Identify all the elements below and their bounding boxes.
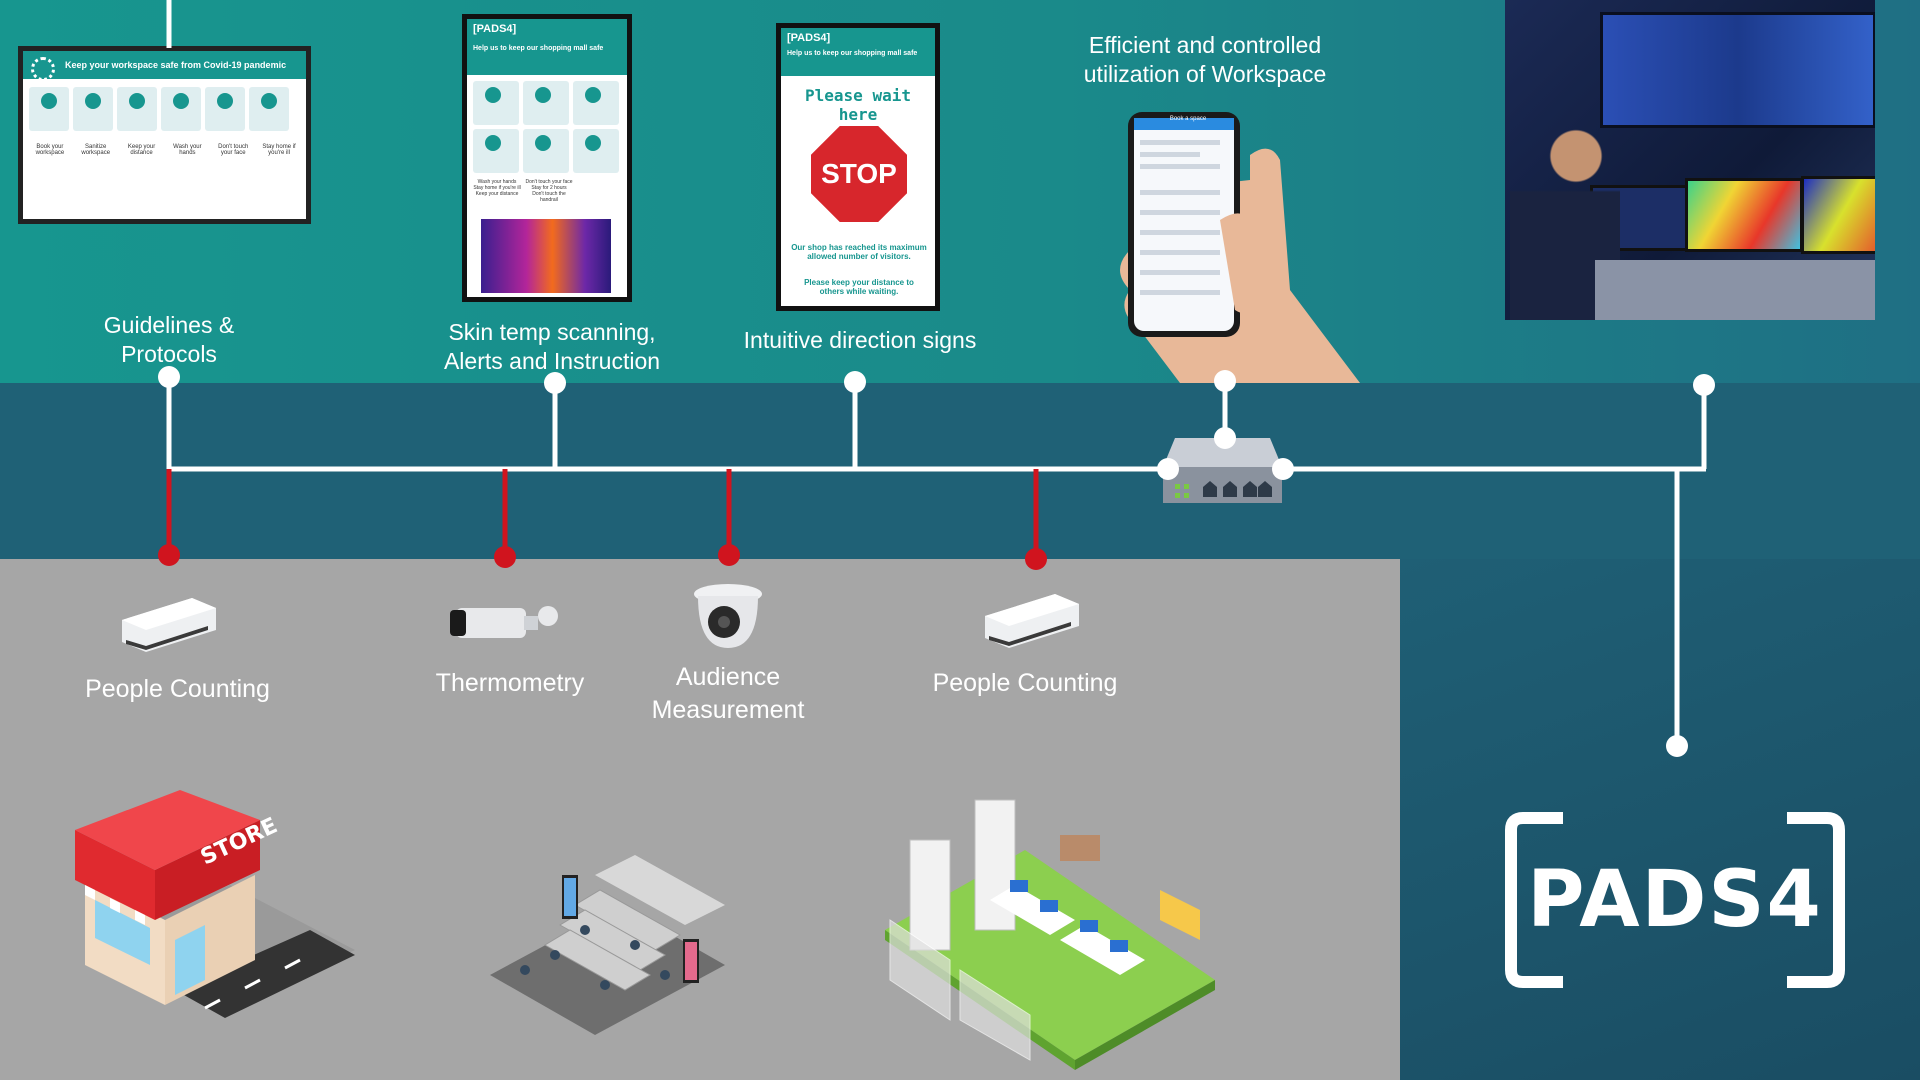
dome-camera bbox=[694, 584, 762, 648]
tile-icon bbox=[117, 87, 157, 131]
skin-temp-display: [PADS4] Help us to keep our shopping mal… bbox=[462, 14, 632, 302]
guidelines-header: Keep your workspace safe from Covid-19 p… bbox=[23, 51, 306, 79]
stop-body1: Our shop has reached its maximum allowed… bbox=[791, 243, 927, 261]
tile-icon bbox=[523, 129, 569, 173]
label-workspace: Efficient and controlled utilization of … bbox=[1083, 32, 1327, 87]
people-counting-sensor-2 bbox=[985, 594, 1079, 648]
display-node bbox=[544, 372, 566, 394]
display-node bbox=[158, 366, 180, 388]
monitor-wall bbox=[1600, 12, 1875, 128]
sensor-node bbox=[494, 546, 516, 568]
people-counting-sensor-1 bbox=[122, 598, 216, 652]
tile-icon bbox=[73, 87, 113, 131]
stop-word: STOP bbox=[821, 158, 897, 189]
label-people-counting-1: People Counting bbox=[85, 675, 270, 703]
tile-icon bbox=[205, 87, 245, 131]
tile-caption: Wash your hands bbox=[477, 179, 517, 185]
switch-port-node bbox=[1214, 427, 1236, 449]
thermal-image bbox=[481, 219, 611, 293]
tile-caption: Don't touch your face bbox=[218, 144, 249, 156]
heatmap-monitor-2 bbox=[1801, 176, 1875, 254]
skin-tiles bbox=[467, 75, 627, 179]
switch-port-node bbox=[1157, 458, 1179, 480]
hand-phone-illustration bbox=[1120, 112, 1360, 383]
tile-caption: Don't touch your face bbox=[525, 179, 573, 185]
store-illustration: STORE bbox=[75, 790, 355, 1018]
sensor-node bbox=[158, 544, 180, 566]
tile-caption: Sanitize workspace bbox=[81, 144, 111, 156]
tile-icon bbox=[249, 87, 289, 131]
stop-header: [PADS4] Help us to keep our shopping mal… bbox=[781, 28, 935, 76]
stop-title: Please wait here bbox=[805, 86, 911, 124]
server-node bbox=[1666, 735, 1688, 757]
skin-header-text: Help us to keep our shopping mall safe bbox=[473, 45, 604, 52]
label-thermometry: Thermometry bbox=[435, 669, 585, 697]
label-people-counting-2: People Counting bbox=[932, 669, 1118, 697]
display-node bbox=[844, 371, 866, 393]
guidelines-tiles bbox=[23, 79, 306, 144]
pads4-logo bbox=[1505, 812, 1845, 988]
tile-caption: Keep your distance bbox=[475, 191, 519, 197]
tile-icon bbox=[473, 81, 519, 125]
gear-icon bbox=[31, 57, 55, 81]
tile-caption: Stay home if you're ill bbox=[473, 185, 521, 191]
pads4-logo-text: PADS4 bbox=[1527, 855, 1823, 945]
tile-caption: Stay home if you're ill bbox=[262, 144, 296, 156]
sensor-node bbox=[1025, 548, 1047, 570]
skin-brand: [PADS4] bbox=[473, 23, 517, 35]
tile-caption: Keep your distance bbox=[127, 144, 156, 156]
desk bbox=[1595, 260, 1875, 320]
skin-header: [PADS4] Help us to keep our shopping mal… bbox=[467, 19, 627, 75]
guidelines-display: Keep your workspace safe from Covid-19 p… bbox=[18, 46, 311, 224]
mall-illustration bbox=[490, 855, 725, 1035]
tile-icon bbox=[573, 129, 619, 173]
tile-icon bbox=[523, 81, 569, 125]
office-illustration bbox=[885, 799, 1215, 1070]
switch-port-node bbox=[1272, 458, 1294, 480]
label-guidelines: Guidelines & Protocols bbox=[103, 312, 235, 367]
sensor-node bbox=[718, 544, 740, 566]
stop-body2: Please keep your distance to others whil… bbox=[804, 278, 914, 296]
tile-caption: Stay for 2 hours bbox=[531, 185, 567, 191]
control-room-photo bbox=[1505, 0, 1875, 320]
tile-caption: Book your workspace bbox=[35, 144, 65, 156]
stop-octagon: STOP bbox=[811, 126, 907, 222]
phone-header: Book a space bbox=[1169, 116, 1207, 122]
display-node bbox=[1214, 370, 1236, 392]
tile-icon bbox=[573, 81, 619, 125]
thermal-camera bbox=[450, 606, 558, 638]
tile-icon bbox=[29, 87, 69, 131]
label-skin-temp: Skin temp scanning, Alerts and Instructi… bbox=[443, 319, 661, 374]
stop-brand: [PADS4] bbox=[787, 32, 831, 44]
tile-icon bbox=[473, 129, 519, 173]
tile-caption: Don't touch the handrail bbox=[532, 191, 566, 203]
label-direction: Intuitive direction signs bbox=[743, 327, 977, 353]
network-switch-icon bbox=[1163, 438, 1282, 503]
tile-icon bbox=[161, 87, 201, 131]
stop-sign-display: [PADS4] Help us to keep our shopping mal… bbox=[776, 23, 940, 311]
label-audience: Audience Measurement bbox=[651, 663, 805, 724]
stop-header-text: Help us to keep our shopping mall safe bbox=[787, 50, 918, 57]
control-room-node bbox=[1693, 374, 1715, 396]
tile-caption: Wash your hands bbox=[173, 144, 202, 156]
